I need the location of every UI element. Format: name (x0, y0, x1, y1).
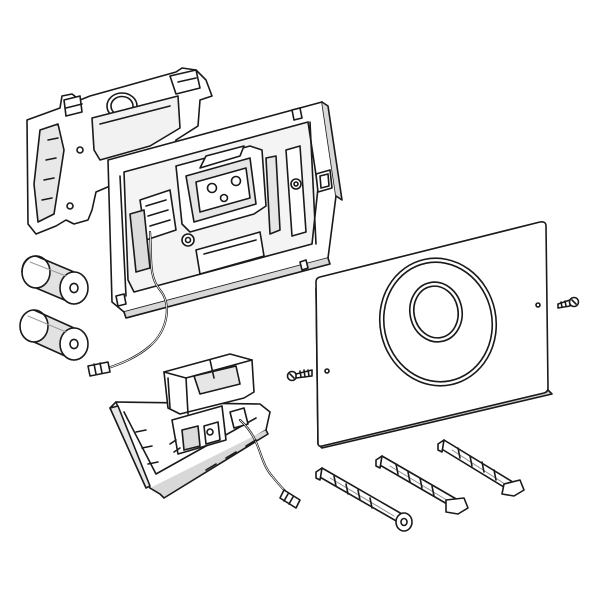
electronics-module (109, 353, 301, 509)
rod-3 (437, 439, 525, 497)
battery-2 (19, 309, 89, 361)
battery-1 (21, 255, 89, 305)
rod-1 (315, 467, 413, 532)
screw-right (557, 296, 580, 309)
back-cover (26, 67, 213, 235)
rod-2 (375, 455, 469, 515)
mounting-frame (87, 101, 343, 377)
flush-plate (315, 221, 553, 449)
screw-left (286, 369, 313, 382)
